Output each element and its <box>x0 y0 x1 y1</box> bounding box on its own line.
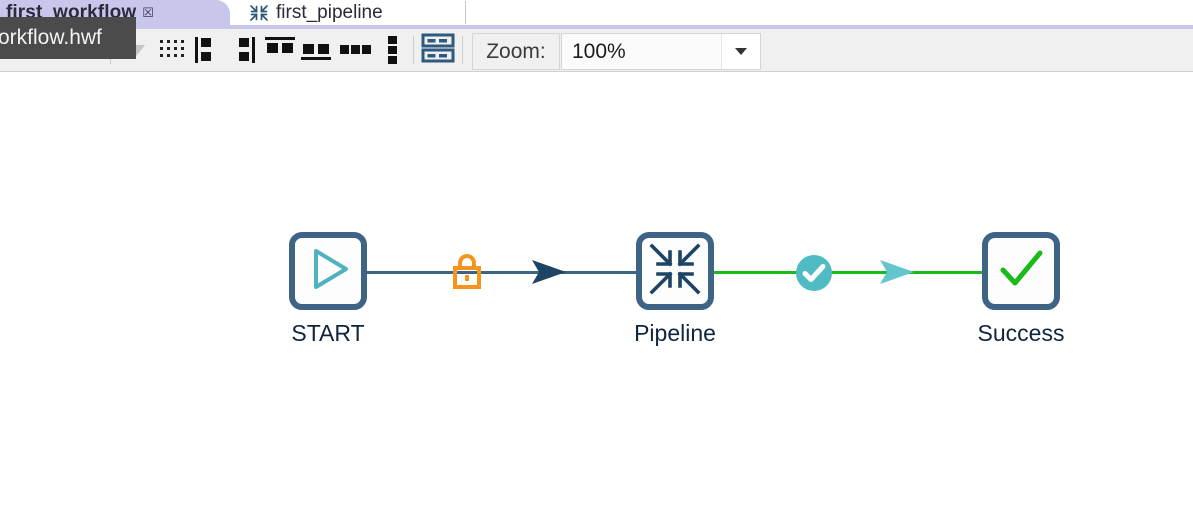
align-top-icon <box>263 35 297 65</box>
zoom-value[interactable]: 100% <box>572 39 626 63</box>
pipeline-converge-icon <box>248 3 270 23</box>
converge-arrows-icon <box>648 242 702 301</box>
arrowhead-icon <box>878 258 918 291</box>
zoom-label: Zoom: <box>472 33 560 70</box>
workflow-node-success[interactable] <box>982 232 1060 310</box>
distribute-horizontal-icon <box>339 35 373 65</box>
grid-table-icon <box>421 33 455 68</box>
editor-toolbar: Zoom: 100% <box>0 25 1193 72</box>
workflow-canvas[interactable]: START Pipeline Success <box>0 72 1193 513</box>
toolbar-top-strip <box>0 25 1193 29</box>
grid-layout-button[interactable] <box>420 33 456 67</box>
connection-pipeline-to-success[interactable] <box>712 271 982 274</box>
play-triangle-icon <box>302 243 354 300</box>
zoom-dropdown-button[interactable] <box>721 34 760 69</box>
tab-first-pipeline[interactable]: first_pipeline <box>240 0 470 25</box>
workflow-node-pipeline-label: Pipeline <box>634 320 716 346</box>
tab-first-pipeline-label: first_pipeline <box>276 1 383 23</box>
workflow-node-success-label: Success <box>977 320 1065 346</box>
distribute-horizontally-button[interactable] <box>338 33 374 67</box>
workflow-node-start[interactable] <box>289 232 367 310</box>
chevron-down-icon <box>735 48 747 55</box>
snap-to-grid-button[interactable] <box>155 33 191 67</box>
check-circle-icon[interactable] <box>795 254 833 297</box>
align-right-button[interactable] <box>235 33 271 67</box>
workflow-node-start-label: START <box>291 320 365 346</box>
align-bottom-icon <box>299 35 333 65</box>
file-path-tooltip: orkflow.hwf <box>0 17 136 59</box>
connection-start-to-pipeline[interactable] <box>366 271 636 274</box>
workflow-node-pipeline[interactable] <box>636 232 714 310</box>
zoom-combobox[interactable]: 100% <box>561 33 761 70</box>
align-left-button[interactable] <box>188 33 224 67</box>
close-icon[interactable]: ☒ <box>142 5 154 20</box>
align-left-icon <box>189 35 223 65</box>
toolbar-separator-2 <box>413 36 414 64</box>
align-top-button[interactable] <box>262 33 298 67</box>
distribute-vertically-button[interactable] <box>375 33 411 67</box>
dot-grid-icon <box>160 38 186 62</box>
lock-icon[interactable] <box>450 252 484 295</box>
distribute-vertical-icon <box>376 35 410 65</box>
editor-tab-bar: first_workflow ☒ first_pipeline <box>0 0 1193 25</box>
dropdown-button[interactable] <box>118 33 154 67</box>
check-mark-icon <box>994 242 1048 301</box>
tab-divider <box>465 1 466 24</box>
align-right-icon <box>236 35 270 65</box>
toolbar-separator-3 <box>462 36 463 64</box>
align-bottom-button[interactable] <box>298 33 334 67</box>
arrowhead-icon <box>530 258 570 291</box>
